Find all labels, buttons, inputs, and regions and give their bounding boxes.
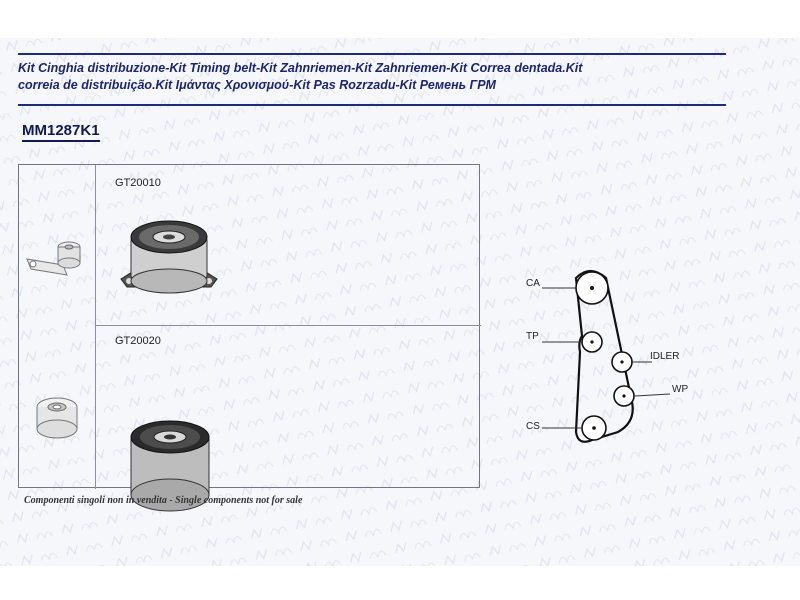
header-top-rule xyxy=(18,53,726,55)
kit-title: Kit Cinghia distribuzione-Kit Timing bel… xyxy=(18,60,718,94)
pulley-cs xyxy=(581,415,607,441)
label-idler: IDLER xyxy=(650,351,680,362)
pulley-idler xyxy=(611,351,633,373)
panel-divider-vertical xyxy=(95,165,96,489)
idler-thumbnail-icon xyxy=(36,397,78,439)
belt-routing-diagram xyxy=(542,269,671,443)
idler-pulley-icon xyxy=(130,420,210,512)
header-bottom-rule xyxy=(18,104,726,106)
kit-title-line-2: correia de distribuição.Kit Ιμάντας Χρον… xyxy=(18,78,496,92)
pulley-tp xyxy=(581,331,603,353)
kit-title-line-1: Kit Cinghia distribuzione-Kit Timing bel… xyxy=(18,61,583,75)
label-wp: WP xyxy=(672,384,689,395)
catalog-sheet: Kit Cinghia distribuzione-Kit Timing bel… xyxy=(0,38,800,566)
sale-footnote: Componenti singoli non in vendita - Sing… xyxy=(24,495,303,506)
leader-lines xyxy=(542,287,671,429)
part-code-gt20020: GT20020 xyxy=(115,335,161,347)
tensioner-thumbnail-icon xyxy=(26,241,81,276)
label-tp: TP xyxy=(526,331,539,342)
label-cs: CS xyxy=(526,421,540,432)
pulley-ca xyxy=(575,271,609,305)
kit-code: MM1287K1 xyxy=(22,122,100,142)
tensioner-pulley-icon xyxy=(120,220,218,294)
label-ca: CA xyxy=(526,278,540,289)
panel-divider-horizontal xyxy=(95,325,481,326)
components-panel: GT20010 GT20020 xyxy=(18,164,481,512)
pulley-wp xyxy=(613,385,635,407)
part-code-gt20010: GT20010 xyxy=(115,177,161,189)
